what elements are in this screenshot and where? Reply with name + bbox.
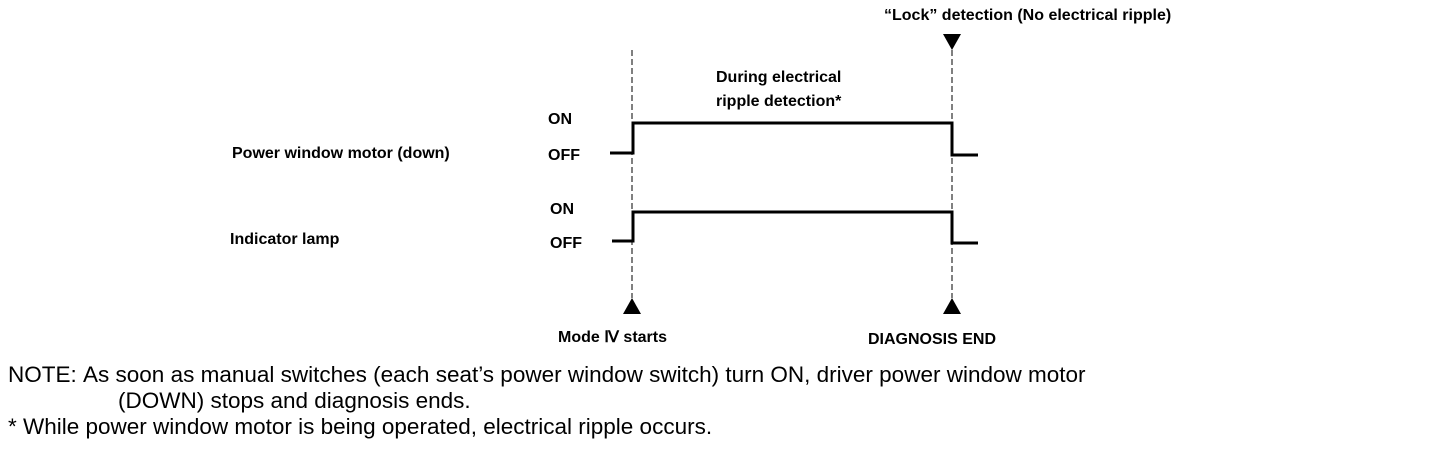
lamp-on-label: ON <box>550 201 574 218</box>
lock-detection-arrow-icon <box>943 34 961 50</box>
motor-waveform <box>610 121 978 157</box>
motor-signal-name: Power window motor (down) <box>232 145 450 162</box>
timing-diagram: “Lock” detection (No electrical ripple) … <box>230 7 1171 348</box>
lock-detection-label: “Lock” detection (No electrical ripple) <box>884 7 1171 24</box>
diagnosis-end-label: DIAGNOSIS END <box>868 331 996 348</box>
end-arrow-icon <box>943 298 961 314</box>
motor-off-label: OFF <box>548 147 580 164</box>
lamp-signal-name: Indicator lamp <box>230 231 340 248</box>
note-prefix: NOTE: <box>8 362 84 387</box>
start-arrow-icon <box>623 298 641 314</box>
during-label-line1: During electrical <box>716 69 841 86</box>
lamp-waveform <box>612 210 978 245</box>
mode-start-label: Mode Ⅳ starts <box>558 329 667 346</box>
footnote: * While power window motor is being oper… <box>8 414 713 439</box>
during-label-line2: ripple detection* <box>716 93 842 110</box>
note-text-line1: As soon as manual switches (each seat’s … <box>83 362 1086 387</box>
lamp-off-label: OFF <box>550 235 582 252</box>
note-first-line: NOTE: As soon as manual switches (each s… <box>8 362 1436 388</box>
note-text-line2: (DOWN) stops and diagnosis ends. <box>118 388 471 413</box>
motor-on-label: ON <box>548 111 572 128</box>
notes-section: NOTE: As soon as manual switches (each s… <box>8 362 1436 440</box>
